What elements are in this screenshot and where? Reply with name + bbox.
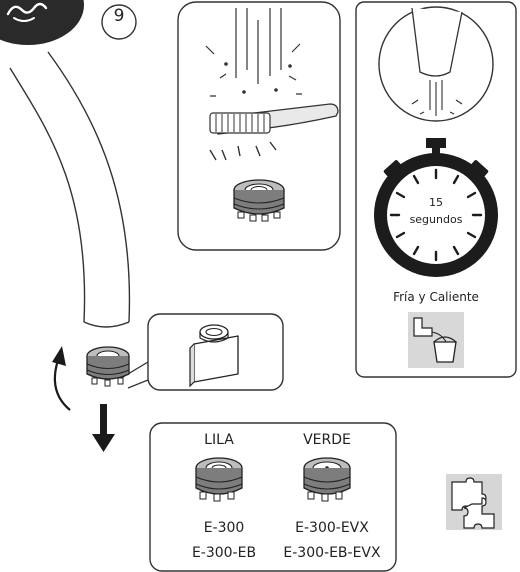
down-arrow-icon bbox=[92, 404, 115, 452]
faucet-closeup-icon bbox=[378, 6, 494, 122]
model-right-code: E-300-EB-EVX bbox=[283, 545, 381, 561]
aerator-icon bbox=[233, 179, 285, 222]
aerator-icon bbox=[86, 346, 130, 387]
water-stream-icon bbox=[205, 8, 302, 97]
brand-badge-icon bbox=[0, 0, 84, 45]
aerator-verde-icon bbox=[303, 457, 351, 502]
model-left-code: E-300 bbox=[203, 520, 245, 536]
step-circle-icon bbox=[101, 4, 137, 40]
toothbrush-icon bbox=[209, 103, 339, 161]
timer-seconds: 15 bbox=[429, 196, 443, 209]
model-left-code: E-300-EB bbox=[191, 545, 257, 561]
wrench-tool-icon bbox=[189, 324, 239, 388]
aerator-lila-icon bbox=[195, 457, 243, 502]
step-number: 9 bbox=[113, 6, 125, 26]
timer-unit: segundos bbox=[409, 213, 463, 226]
stopwatch-icon bbox=[374, 138, 498, 277]
rotate-arrow-icon bbox=[52, 346, 71, 411]
model-right-color: VERDE bbox=[303, 432, 351, 448]
model-left-color: LILA bbox=[204, 432, 234, 448]
faucet-spout-icon bbox=[9, 51, 131, 328]
temperature-label: Fría y Caliente bbox=[393, 290, 479, 304]
model-right-code: E-300-EVX bbox=[295, 520, 369, 536]
puzzle-icon bbox=[446, 474, 502, 530]
faucet-bucket-icon bbox=[408, 312, 464, 368]
